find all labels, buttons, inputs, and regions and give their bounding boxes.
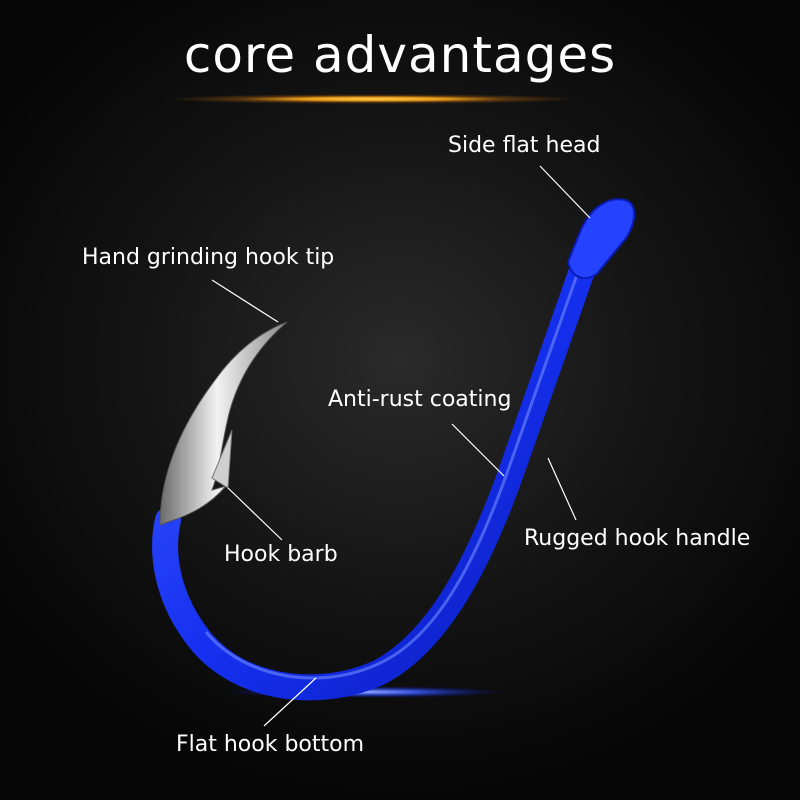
side-flat-head	[566, 198, 636, 280]
label-hook-barb: Hook barb	[224, 542, 338, 567]
hook-tip-steel	[159, 321, 288, 526]
label-anti-rust-coating: Anti-rust coating	[328, 387, 512, 412]
leader-rugged-handle	[547, 457, 577, 521]
leader-hook-tip	[211, 279, 279, 323]
label-flat-hook-bottom: Flat hook bottom	[176, 732, 365, 757]
page-title: core advantages	[183, 26, 617, 84]
hook-highlight	[204, 271, 580, 680]
leader-anti-rust	[451, 423, 505, 477]
label-side-flat-head: Side flat head	[448, 133, 601, 158]
leader-hook-barb	[227, 487, 283, 541]
leader-side-flat-head	[539, 165, 591, 219]
hook-body	[152, 249, 598, 701]
label-hand-grinding-hook-tip: Hand grinding hook tip	[82, 245, 335, 270]
leader-flat-bottom	[263, 677, 317, 727]
label-rugged-hook-handle: Rugged hook handle	[524, 526, 751, 551]
hook-barb-steel	[211, 429, 233, 489]
title-underline-glow	[165, 94, 580, 104]
